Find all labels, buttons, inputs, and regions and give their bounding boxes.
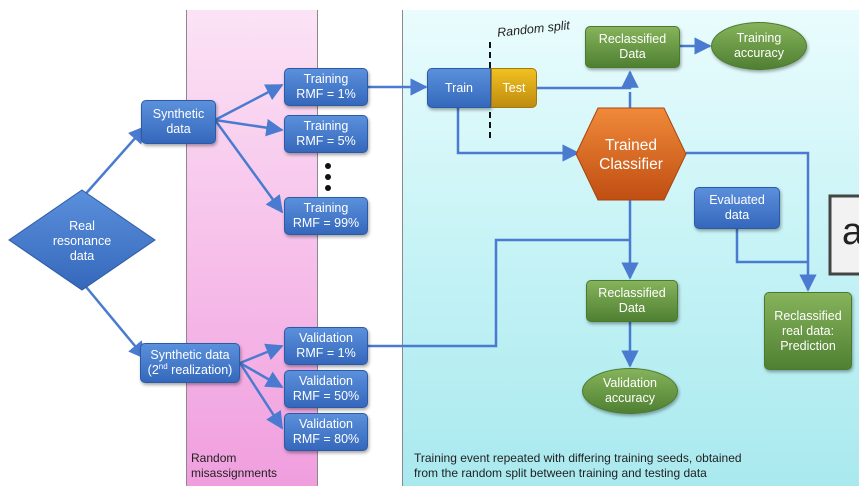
training-rmf-1-line-2: RMF = 1% bbox=[296, 87, 356, 101]
synthetic2-line-1: Synthetic data bbox=[150, 348, 230, 362]
synthetic2-close: realization) bbox=[167, 363, 233, 377]
training-event-line-1: Training event repeated with differing t… bbox=[414, 451, 742, 465]
arrow-evaluated-real bbox=[735, 228, 808, 264]
reclassified-real-line-1: Reclassified bbox=[774, 308, 842, 323]
real-line-1: Real bbox=[69, 218, 95, 233]
arrow-syn2-val50 bbox=[239, 361, 284, 389]
arrow-syn2-val1 bbox=[239, 343, 284, 365]
reclassified-real-line-2: real data: bbox=[781, 323, 835, 338]
reclassified-top-line-1: Reclassified bbox=[598, 32, 667, 46]
ellipsis-dot bbox=[325, 174, 331, 180]
training-rmf-1-line-1: Training bbox=[303, 72, 349, 86]
reclassified-real-data-node: Reclassified real data: Prediction bbox=[764, 292, 852, 370]
training-rmf-1-node: Training RMF = 1% bbox=[284, 68, 368, 106]
training-event-note: Training event repeated with differing t… bbox=[414, 451, 742, 481]
validation-rmf-1-line-1: Validation bbox=[299, 331, 353, 345]
training-rmf-5-node: Training RMF = 5% bbox=[284, 115, 368, 153]
synthetic-line-2: data bbox=[166, 122, 191, 136]
validation-rmf-80-line-2: RMF = 80% bbox=[292, 432, 360, 446]
real-line-3: data bbox=[69, 248, 95, 263]
arrow-val1-classifier bbox=[368, 238, 630, 348]
arrow-syn-train5 bbox=[214, 118, 284, 137]
training-rmf-99-line-1: Training bbox=[303, 201, 349, 215]
training-accuracy-line-1: Training bbox=[736, 31, 782, 45]
trained-classifier-line-1: Trained bbox=[605, 137, 657, 154]
ellipsis-dot bbox=[325, 185, 331, 191]
training-rmf-5-line-1: Training bbox=[303, 119, 349, 133]
training-accuracy-node: Training accuracy bbox=[711, 22, 807, 70]
reclassified-data-top-node: Reclassified Data bbox=[585, 26, 680, 68]
arrow-test-reclassified bbox=[537, 70, 639, 90]
random-misassignments-line-2: misassignments bbox=[191, 466, 278, 480]
evaluated-data-node: Evaluated data bbox=[694, 187, 780, 229]
synthetic2-sup: nd bbox=[158, 361, 168, 371]
validation-accuracy-line-2: accuracy bbox=[604, 391, 656, 405]
train-label: Train bbox=[444, 80, 473, 95]
synthetic-line-1: Synthetic bbox=[152, 107, 205, 121]
test-label: Test bbox=[502, 80, 526, 95]
reclassified-top-line-2: Data bbox=[619, 47, 646, 61]
trained-classifier-node: Trained Classifier bbox=[592, 133, 670, 177]
real-line-2: resonance bbox=[52, 233, 112, 248]
reclassified-real-line-3: Prediction bbox=[780, 338, 836, 353]
arrow-syn-train99 bbox=[213, 119, 284, 214]
real-data-diamond bbox=[8, 189, 156, 291]
reclassified-mid-line-1: Reclassified bbox=[598, 286, 666, 300]
validation-rmf-50-line-1: Validation bbox=[299, 374, 353, 388]
arrow-classifier-real bbox=[686, 151, 817, 292]
ellipsis-dot bbox=[325, 163, 331, 169]
evaluated-line-1: Evaluated bbox=[709, 193, 765, 207]
training-rmf-5-line-2: RMF = 5% bbox=[296, 134, 356, 148]
validation-rmf-50-line-2: RMF = 50% bbox=[292, 389, 360, 403]
random-misassignments-label: Random misassignments bbox=[191, 451, 277, 481]
validation-accuracy-node: Validation accuracy bbox=[582, 368, 678, 414]
synthetic2-line-2: (2nd realization) bbox=[147, 361, 233, 378]
validation-accuracy-line-1: Validation bbox=[603, 376, 657, 390]
reclassified-data-mid-node: Reclassified Data bbox=[586, 280, 678, 322]
trained-classifier-line-2: Classifier bbox=[599, 156, 663, 173]
arrow-syn2-val80 bbox=[238, 362, 284, 430]
synthetic-data-2-node: Synthetic data (2nd realization) bbox=[140, 343, 240, 383]
test-node: Test bbox=[491, 68, 537, 108]
cutoff-letter: a bbox=[842, 211, 859, 253]
validation-rmf-1-node: Validation RMF = 1% bbox=[284, 327, 368, 365]
trained-classifier-hexagon bbox=[575, 107, 687, 201]
reclassified-mid-line-2: Data bbox=[618, 301, 646, 315]
train-node: Train bbox=[427, 68, 491, 108]
arrow-syn-train1 bbox=[214, 83, 284, 122]
arrow-real-synthetic bbox=[81, 125, 147, 199]
training-rmf-99-line-2: RMF = 99% bbox=[292, 216, 360, 230]
synthetic2-open: (2 bbox=[147, 363, 159, 377]
arrow-real-synthetic2 bbox=[81, 281, 147, 360]
real-data-node: Real resonance data bbox=[30, 218, 134, 264]
training-rmf-99-node: Training RMF = 99% bbox=[284, 197, 368, 235]
training-accuracy-line-2: accuracy bbox=[733, 46, 785, 60]
random-misassignments-line-1: Random bbox=[191, 451, 237, 465]
validation-rmf-80-line-1: Validation bbox=[299, 417, 353, 431]
validation-rmf-50-node: Validation RMF = 50% bbox=[284, 370, 368, 408]
synthetic-data-node: Synthetic data bbox=[141, 100, 216, 144]
arrow-train-classifier bbox=[456, 108, 580, 162]
training-event-line-2: from the random split between training a… bbox=[414, 466, 707, 480]
validation-rmf-80-node: Validation RMF = 80% bbox=[284, 413, 368, 451]
evaluated-line-2: data bbox=[724, 208, 750, 222]
cutoff-box bbox=[828, 194, 859, 276]
validation-rmf-1-line-2: RMF = 1% bbox=[296, 346, 356, 360]
